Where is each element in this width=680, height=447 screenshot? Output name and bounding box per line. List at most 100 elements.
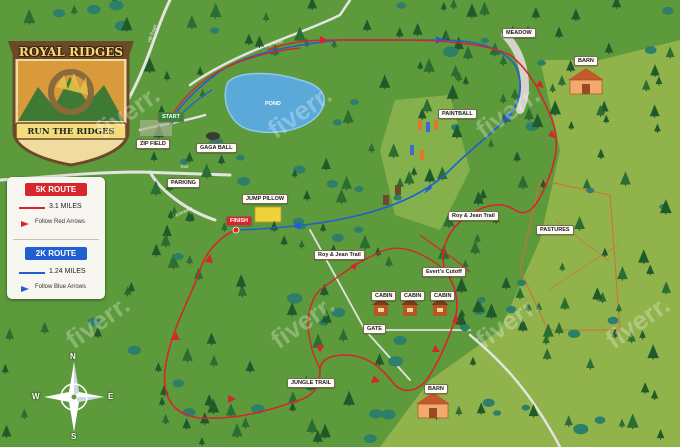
compass-east: E (108, 392, 114, 401)
label-zip-field: ZIP FIELD (136, 139, 170, 150)
logo-tagline: RUN THE RIDGES (27, 127, 115, 137)
compass-south: S (71, 432, 77, 441)
tree-icon (161, 413, 170, 425)
tree-icon (335, 188, 348, 204)
tree-icon (286, 302, 298, 317)
legend-5k-arrow-icon (21, 221, 29, 227)
tree-icon (162, 224, 172, 238)
tree-icon (554, 26, 564, 39)
cabin-icon (372, 298, 390, 316)
tree-icon (423, 57, 435, 74)
tree-icon (306, 418, 318, 434)
tree-icon (472, 297, 485, 314)
legend-2k-title: 2K ROUTE (25, 247, 87, 260)
tree-icon (171, 206, 178, 216)
tree-icon (393, 335, 407, 346)
tree-icon (217, 154, 226, 165)
tree-icon (479, 188, 487, 200)
tree-icon (207, 398, 220, 415)
label-jungle-trail: JUNGLE TRAIL (287, 378, 336, 389)
tree-icon (163, 70, 171, 81)
label-start: START (158, 112, 184, 123)
tree-icon (611, 328, 619, 339)
tree-icon (23, 8, 36, 25)
logo-badge (8, 41, 134, 167)
label-roy-jean-trail-east: Roy & Jean Trail (448, 211, 499, 222)
tree-icon (661, 281, 672, 295)
tree-icon (338, 328, 349, 342)
tree-icon (185, 151, 194, 163)
compass-rose: N S W E (32, 352, 116, 442)
label-everts-cutoff: Evert's Cutoff (422, 267, 466, 278)
tree-icon (524, 107, 534, 121)
tree-icon (571, 8, 581, 21)
legend-2k-follow: Follow Blue Arrows (35, 284, 87, 290)
label-gaga-ball: GAGA BALL (196, 143, 237, 154)
tree-icon (343, 390, 355, 407)
tree-icon (586, 358, 595, 370)
tree-icon (319, 222, 327, 233)
tree-icon (665, 46, 675, 59)
red-arrow (432, 345, 440, 352)
tree-icon (254, 35, 265, 48)
tree-icon (186, 14, 198, 30)
royal-ridges-logo: ROYAL RIDGES RUN THE RIDGES (4, 37, 138, 169)
legend-5k-distance: 3.1 MILES (49, 203, 82, 210)
tree-icon (52, 9, 65, 18)
tree-icon (298, 239, 305, 249)
tree-icon (319, 283, 329, 297)
tree-icon (150, 151, 158, 162)
tree-icon (516, 279, 527, 287)
legend-separator (13, 239, 99, 240)
legend-5k-line (19, 207, 45, 209)
tree-icon (291, 168, 298, 178)
blue-arrow (292, 222, 300, 230)
tree-icon (198, 436, 205, 446)
tree-icon (568, 121, 575, 130)
legend-2k-distance: 1.24 MILES (49, 268, 86, 275)
paintball-obstacles (383, 120, 438, 205)
tree-icon (384, 255, 394, 268)
finish-marker (232, 226, 240, 234)
red-arrow (320, 36, 328, 44)
tree-icon (123, 286, 132, 297)
tree-icon (573, 423, 589, 435)
tree-icon (499, 93, 507, 104)
tree-icon (462, 45, 474, 60)
tree-icon (150, 180, 162, 196)
compass-north: N (70, 352, 76, 361)
tree-icon (1, 363, 9, 374)
red-arrow (371, 375, 380, 383)
tree-icon (225, 403, 237, 417)
tree-icon (362, 19, 372, 32)
tree-icon (521, 404, 531, 411)
tree-icon (237, 284, 248, 298)
tree-icon (321, 157, 331, 171)
tree-icon (450, 0, 458, 9)
tree-icon (231, 423, 243, 438)
tree-icon (332, 119, 343, 126)
tree-icon (173, 252, 184, 261)
tree-icon (473, 191, 484, 206)
label-exit: Exit (181, 164, 189, 169)
tree-icon (510, 88, 519, 100)
road-north (126, 0, 172, 102)
tree-icon (517, 318, 528, 332)
tree-icon (93, 326, 102, 338)
tree-icon (537, 59, 546, 66)
tree-icon (127, 345, 142, 355)
label-pastures: PASTURES (536, 225, 574, 236)
tree-icon (359, 234, 371, 250)
tree-icon (499, 55, 508, 66)
tree-icon (549, 100, 561, 116)
tree-icon (617, 266, 628, 281)
red-arrow (350, 262, 358, 270)
route-2k-arrows (292, 36, 512, 230)
tree-icon (644, 46, 657, 55)
tree-icon (186, 254, 194, 265)
label-pond: POND (265, 101, 281, 107)
tree-icon (286, 293, 303, 304)
label-finish: FINISH (226, 216, 253, 227)
legend-2k-arrow-icon (21, 286, 29, 292)
